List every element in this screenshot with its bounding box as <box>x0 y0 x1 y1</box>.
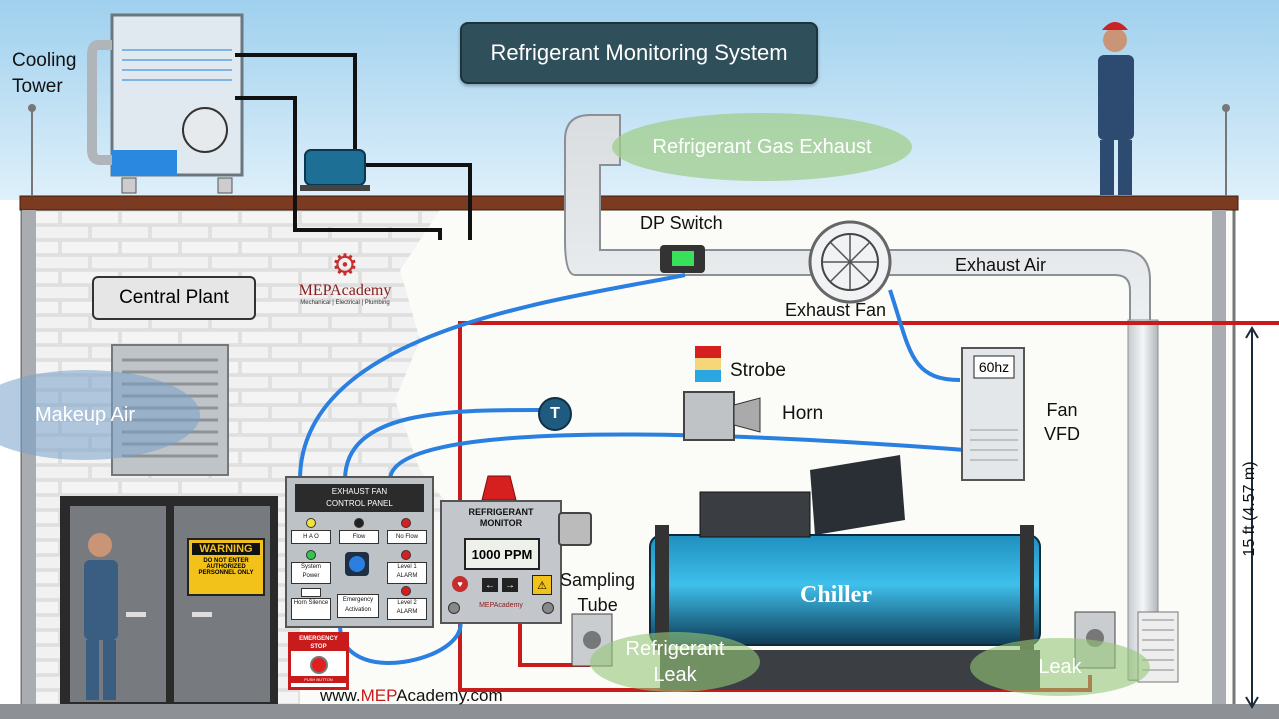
floor <box>0 704 1279 719</box>
emergency-stop-title-line1: EMERGENCY <box>299 636 338 642</box>
vfd-display: 60hz <box>978 359 1010 375</box>
horn-silence-button[interactable] <box>301 588 321 597</box>
left-wall <box>22 210 36 710</box>
warning-title: WARNING <box>192 543 260 555</box>
hazard-icon: ⚠ <box>532 575 552 595</box>
cooling-tower <box>87 13 244 194</box>
exhaust-fan-shape <box>808 220 892 304</box>
logo-tagline: Mechanical | Electrical | Plumbing <box>300 300 390 306</box>
monitor-title-line1: REFRIGERANT <box>468 507 534 517</box>
refrigerant-monitor: REFRIGERANT MONITOR 1000 PPM ♥ ← → ⚠ MEP… <box>440 500 562 624</box>
control-panel-title-line2: CONTROL PANEL <box>326 499 393 508</box>
level2-alarm-label: Level 2 ALARM <box>387 598 427 620</box>
right-wall <box>1212 210 1226 710</box>
flow-label: Flow <box>339 530 379 544</box>
website-brand: MEP <box>360 686 397 705</box>
system-power-indicator-icon <box>306 550 316 560</box>
monitor-title-line2: MONITOR <box>479 518 523 528</box>
exhaust-fan-control-panel: EXHAUST FAN CONTROL PANEL H A O Flow No … <box>285 476 434 628</box>
roof <box>19 195 1239 211</box>
monitor-reading: 1000 PPM <box>464 538 540 570</box>
hao-indicator-icon <box>306 518 316 528</box>
gear-logo-icon: ⚙ <box>331 249 359 282</box>
warning-sign: WARNING DO NOT ENTER AUTHORIZED PERSONNE… <box>187 538 265 596</box>
exhaust-air-label: Exhaust Air <box>955 255 1047 275</box>
makeup-air-label: Makeup Air <box>0 370 200 460</box>
leak-label: Leak <box>970 638 1150 696</box>
chiller-label: Chiller <box>800 582 872 608</box>
central-plant-label: Central Plant <box>92 276 256 320</box>
pump <box>300 149 370 191</box>
fan-vfd <box>961 347 1025 481</box>
flow-indicator-icon <box>354 518 364 528</box>
website-link[interactable]: www.MEPAcademy.com <box>320 686 503 706</box>
vfd-label-line1: Fan <box>1046 400 1078 420</box>
emergency-stop-push-label: PUSH BUTTON <box>291 676 346 683</box>
exhaust-duct <box>564 114 1151 681</box>
hao-switch[interactable]: H A O <box>291 530 331 544</box>
warning-text: DO NOT ENTER AUTHORIZED PERSONNEL ONLY <box>198 558 254 576</box>
strobe-label: Strobe <box>730 360 786 381</box>
no-flow-label: No Flow <box>387 530 427 544</box>
control-panel-title: EXHAUST FAN CONTROL PANEL <box>295 484 424 512</box>
refrigerant-leak-label: Refrigerant Leak <box>590 632 760 692</box>
vfd-label-line2: VFD <box>1044 424 1080 444</box>
level1-alarm-indicator-icon <box>401 550 411 560</box>
vfd-label: Fan VFD <box>1044 398 1080 446</box>
screw-icon <box>542 602 554 614</box>
exhaust-fan-label: Exhaust Fan <box>785 300 887 320</box>
horn-silence-label: Horn Silence <box>291 598 331 620</box>
screw-icon <box>448 602 460 614</box>
arrow-right-button[interactable]: → <box>502 578 518 592</box>
no-flow-indicator-icon <box>401 518 411 528</box>
website-prefix: www. <box>320 686 361 705</box>
logo-brand: MEPAcademy <box>298 282 392 299</box>
monitor-brand: MEPAcademy <box>479 602 523 609</box>
dp-switch-label: DP Switch <box>640 213 723 233</box>
worker-door <box>84 533 118 700</box>
gas-exhaust-label: Refrigerant Gas Exhaust <box>612 113 912 181</box>
emergency-stop-title: EMERGENCY STOP <box>291 635 346 651</box>
level1-alarm-label: Level 1 ALARM <box>387 562 427 584</box>
temperature-sensor-icon: T <box>538 397 572 431</box>
horn-label: Horn <box>782 403 824 424</box>
control-panel-title-line1: EXHAUST FAN <box>331 487 388 496</box>
page-title: Refrigerant Monitoring System <box>460 22 818 84</box>
emergency-stop: EMERGENCY STOP PUSH BUTTON <box>288 632 349 690</box>
emergency-activation-button[interactable] <box>345 552 369 576</box>
worker-roof <box>1098 22 1134 195</box>
monitor-title: REFRIGERANT MONITOR <box>442 507 560 529</box>
cooling-tower-label: Cooling Tower <box>12 50 77 97</box>
height-label: 15 ft (4.57 m) <box>1241 461 1258 557</box>
emergency-activation-label: Emergency Activation <box>337 594 379 618</box>
monitor-horn-icon <box>558 512 592 546</box>
system-power-label: System Power <box>291 562 331 584</box>
logo: ⚙ MEPAcademy Mechanical | Electrical | P… <box>290 249 400 307</box>
arrow-left-button[interactable]: ← <box>482 578 498 592</box>
level2-alarm-indicator-icon <box>401 586 411 596</box>
strobe-horn <box>683 346 761 441</box>
sampling-tube-label: Sampling Tube <box>560 570 636 615</box>
emergency-stop-button[interactable] <box>309 656 328 674</box>
website-suffix: Academy.com <box>396 686 503 705</box>
emergency-stop-title-line2: STOP <box>310 644 327 650</box>
shield-icon: ♥ <box>452 576 468 592</box>
